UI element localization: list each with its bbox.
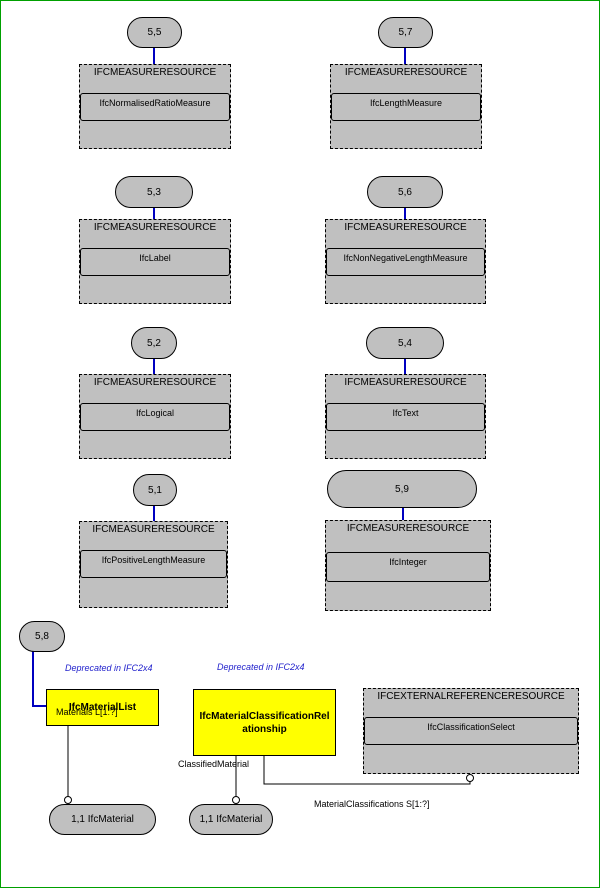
- page-ref-5-1[interactable]: 5,1: [133, 474, 177, 506]
- classified-material-relation-end: [232, 796, 240, 804]
- schema-name: IFCMEASURERESOURCE: [344, 377, 467, 388]
- measure-resource-block[interactable]: IFCMEASURERESOURCE IfcNormalisedRatioMea…: [79, 64, 231, 149]
- page-ref-5-4[interactable]: 5,4: [366, 327, 444, 359]
- type-ifc-label[interactable]: IfcLabel: [80, 248, 230, 276]
- ref-label: 1,1 IfcMaterial: [71, 814, 134, 825]
- measure-resource-block[interactable]: IFCMEASURERESOURCE IfcLengthMeasure: [330, 64, 482, 149]
- entity-ifc-material-list[interactable]: IfcMaterialList: [46, 689, 159, 726]
- materials-relation-end: [64, 796, 72, 804]
- page-ref-label: 5,9: [395, 483, 409, 495]
- type-ifc-logical[interactable]: IfcLogical: [80, 403, 230, 431]
- type-ifc-integer[interactable]: IfcInteger: [326, 552, 490, 582]
- page-ref-label: 5,6: [398, 186, 412, 198]
- measure-resource-block[interactable]: IFCMEASURERESOURCE IfcText: [325, 374, 486, 459]
- schema-name: IFCMEASURERESOURCE: [92, 524, 215, 535]
- page-ref-label: 5,1: [148, 484, 162, 496]
- measure-resource-block[interactable]: IFCMEASURERESOURCE IfcPositiveLengthMeas…: [79, 521, 228, 608]
- page-ref-5-9[interactable]: 5,9: [327, 470, 477, 508]
- type-ifc-text[interactable]: IfcText: [326, 403, 485, 431]
- measure-resource-block[interactable]: IFCMEASURERESOURCE IfcLabel: [79, 219, 231, 304]
- material-classifications-relation-end: [466, 774, 474, 782]
- page-ref-label: 5,4: [398, 337, 412, 349]
- entity-name: IfcMaterialList: [68, 702, 137, 713]
- schema-name: IFCMEASURERESOURCE: [344, 67, 468, 78]
- page-ref-label: 5,5: [147, 27, 162, 38]
- ref-ifc-material-right[interactable]: 1,1 IfcMaterial: [189, 804, 273, 835]
- entity-name: IfcMaterialClassificationRelationship: [199, 710, 330, 735]
- schema-name: IFCMEASURERESOURCE: [344, 222, 467, 233]
- attribute-material-classifications: MaterialClassifications S[1:?]: [314, 799, 430, 809]
- page-ref-label: 5,8: [35, 631, 49, 642]
- schema-name: IFCMEASURERESOURCE: [93, 67, 217, 78]
- measure-resource-block[interactable]: IFCMEASURERESOURCE IfcNonNegativeLengthM…: [325, 219, 486, 304]
- page-ref-5-6[interactable]: 5,6: [367, 176, 443, 208]
- page-ref-5-3[interactable]: 5,3: [115, 176, 193, 208]
- type-ifc-classification-select[interactable]: IfcClassificationSelect: [364, 717, 578, 745]
- schema-name: IFCMEASURERESOURCE: [93, 222, 217, 233]
- external-reference-resource-block[interactable]: IFCEXTERNALREFERENCERESOURCE IfcClassifi…: [363, 688, 579, 774]
- page-ref-label: 5,7: [398, 27, 413, 38]
- page-ref-5-7[interactable]: 5,7: [378, 17, 433, 48]
- page-ref-label: 5,2: [147, 337, 161, 349]
- measure-resource-block[interactable]: IFCMEASURERESOURCE IfcLogical: [79, 374, 231, 459]
- entity-ifc-material-classification-relationship[interactable]: IfcMaterialClassificationRelationship: [193, 689, 336, 756]
- deprecated-note: Deprecated in IFC2x4: [65, 663, 153, 673]
- measure-resource-block[interactable]: IFCMEASURERESOURCE IfcInteger: [325, 520, 491, 611]
- type-ifc-non-negative-length-measure[interactable]: IfcNonNegativeLengthMeasure: [326, 248, 485, 276]
- ref-label: 1,1 IfcMaterial: [199, 814, 263, 825]
- type-ifc-normalised-ratio-measure[interactable]: IfcNormalisedRatioMeasure: [80, 93, 230, 121]
- deprecated-note: Deprecated in IFC2x4: [217, 662, 305, 672]
- type-ifc-positive-length-measure[interactable]: IfcPositiveLengthMeasure: [80, 550, 227, 578]
- attribute-classified-material: ClassifiedMaterial: [178, 759, 250, 769]
- page-ref-label: 5,3: [147, 186, 161, 198]
- schema-name: IFCMEASURERESOURCE: [346, 523, 470, 534]
- page-ref-5-8[interactable]: 5,8: [19, 621, 65, 652]
- page-ref-5-2[interactable]: 5,2: [131, 327, 177, 359]
- page-ref-5-5[interactable]: 5,5: [127, 17, 182, 48]
- ref-ifc-material-left[interactable]: 1,1 IfcMaterial: [49, 804, 156, 835]
- schema-name: IFCEXTERNALREFERENCERESOURCE: [377, 691, 565, 702]
- page-link-line: [32, 650, 47, 707]
- schema-name: IFCMEASURERESOURCE: [93, 377, 217, 388]
- type-ifc-length-measure[interactable]: IfcLengthMeasure: [331, 93, 481, 121]
- attribute-materials: Materials L[1:?]: [56, 707, 118, 717]
